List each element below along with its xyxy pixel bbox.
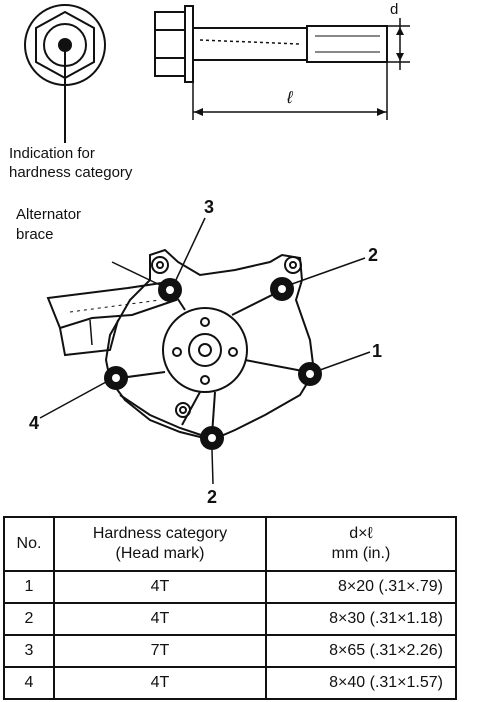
hardness-note-line2: hardness category bbox=[9, 164, 133, 181]
header-dims: d×ℓ mm (in.) bbox=[265, 516, 457, 572]
water-pump-body bbox=[104, 248, 316, 442]
cell-dims: 8×20 (.31×.79) bbox=[265, 570, 457, 604]
label-l: ℓ bbox=[287, 88, 293, 107]
cell-hardness: 4T bbox=[53, 666, 267, 700]
table-row: 2 4T 8×30 (.31×1.18) bbox=[3, 602, 457, 636]
cell-hardness: 4T bbox=[53, 570, 267, 604]
cell-no: 3 bbox=[3, 634, 55, 668]
cell-no: 4 bbox=[3, 666, 55, 700]
bolt-2-bottom bbox=[200, 426, 224, 450]
header-hardness-line2: (Head mark) bbox=[115, 545, 205, 562]
bolt-4 bbox=[104, 366, 128, 390]
bolt-1 bbox=[298, 362, 322, 386]
bolt-spec-table: No. Hardness category (Head mark) d×ℓ mm… bbox=[3, 516, 457, 700]
header-hardness: Hardness category (Head mark) bbox=[53, 516, 267, 572]
water-pump-diagram bbox=[24, 4, 410, 485]
alternator-brace-line1: Alternator bbox=[16, 206, 82, 223]
leader-lines bbox=[39, 217, 371, 485]
alternator-brace-line2: brace bbox=[16, 226, 54, 243]
alternator-brace bbox=[46, 280, 178, 357]
bolt-3 bbox=[158, 278, 182, 302]
table-row: 3 7T 8×65 (.31×2.26) bbox=[3, 634, 457, 668]
cell-dims: 8×65 (.31×2.26) bbox=[265, 634, 457, 668]
header-no: No. bbox=[3, 516, 55, 572]
bolt-2-top bbox=[270, 277, 294, 301]
bolt-number-1: 1 bbox=[372, 341, 383, 361]
table-header-row: No. Hardness category (Head mark) d×ℓ mm… bbox=[3, 516, 457, 572]
header-dims-line1: d×ℓ bbox=[349, 525, 373, 542]
cell-dims: 8×40 (.31×1.57) bbox=[265, 666, 457, 700]
hardness-note-line1: Indication for bbox=[9, 145, 95, 162]
bolt-number-2-top: 2 bbox=[368, 245, 379, 265]
cell-no: 2 bbox=[3, 602, 55, 636]
bolt-number-3: 3 bbox=[204, 197, 215, 217]
bolt-side-view bbox=[154, 5, 410, 120]
cell-dims: 8×30 (.31×1.18) bbox=[265, 602, 457, 636]
bolt-number-2-bottom: 2 bbox=[207, 487, 218, 507]
cell-no: 1 bbox=[3, 570, 55, 604]
table-row: 1 4T 8×20 (.31×.79) bbox=[3, 570, 457, 604]
bolt-number-4: 4 bbox=[29, 413, 40, 433]
header-dims-line2: mm (in.) bbox=[331, 545, 391, 562]
cell-hardness: 4T bbox=[53, 602, 267, 636]
bolt-head-top-view bbox=[24, 4, 106, 143]
cell-hardness: 7T bbox=[53, 634, 267, 668]
label-d: d bbox=[390, 1, 399, 18]
table-row: 4 4T 8×40 (.31×1.57) bbox=[3, 666, 457, 700]
header-hardness-line1: Hardness category bbox=[92, 525, 228, 542]
